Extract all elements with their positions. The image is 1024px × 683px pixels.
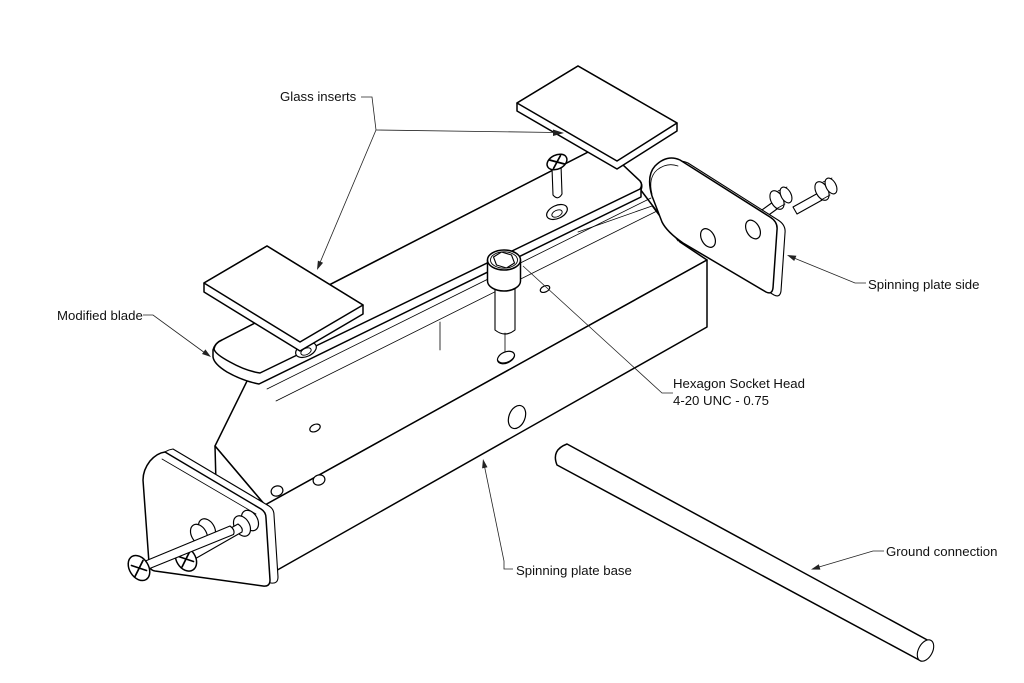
leader-modified-blade bbox=[143, 314, 211, 357]
leader-spinning-plate-side bbox=[787, 255, 866, 284]
leader-spinning-plate-base bbox=[482, 459, 513, 570]
label-ground-connection: Ground connection bbox=[886, 544, 997, 559]
label-hexagon-socket-head-line2: 4-20 UNC - 0.75 bbox=[673, 393, 769, 408]
label-glass-inserts: Glass inserts bbox=[280, 89, 357, 104]
spinning-plate-side-right bbox=[648, 157, 786, 297]
phillips-screw-top bbox=[546, 153, 568, 199]
label-hexagon-socket-head-line1: Hexagon Socket Head bbox=[673, 376, 805, 391]
leader-hexagon-socket-head bbox=[522, 265, 673, 394]
side-plate-screws-left bbox=[127, 523, 243, 582]
label-spinning-plate-side: Spinning plate side bbox=[868, 277, 979, 292]
glass-insert-upper bbox=[516, 65, 678, 170]
label-spinning-plate-base: Spinning plate base bbox=[516, 563, 632, 578]
hex-socket-head-screw bbox=[486, 249, 522, 365]
ground-connection-rod bbox=[554, 443, 935, 662]
glass-insert-lower bbox=[203, 245, 364, 352]
side-plate-screws-right bbox=[754, 177, 838, 223]
leader-glass-inserts bbox=[317, 96, 564, 270]
label-modified-blade: Modified blade bbox=[57, 308, 143, 323]
leader-ground-connection bbox=[811, 550, 884, 570]
